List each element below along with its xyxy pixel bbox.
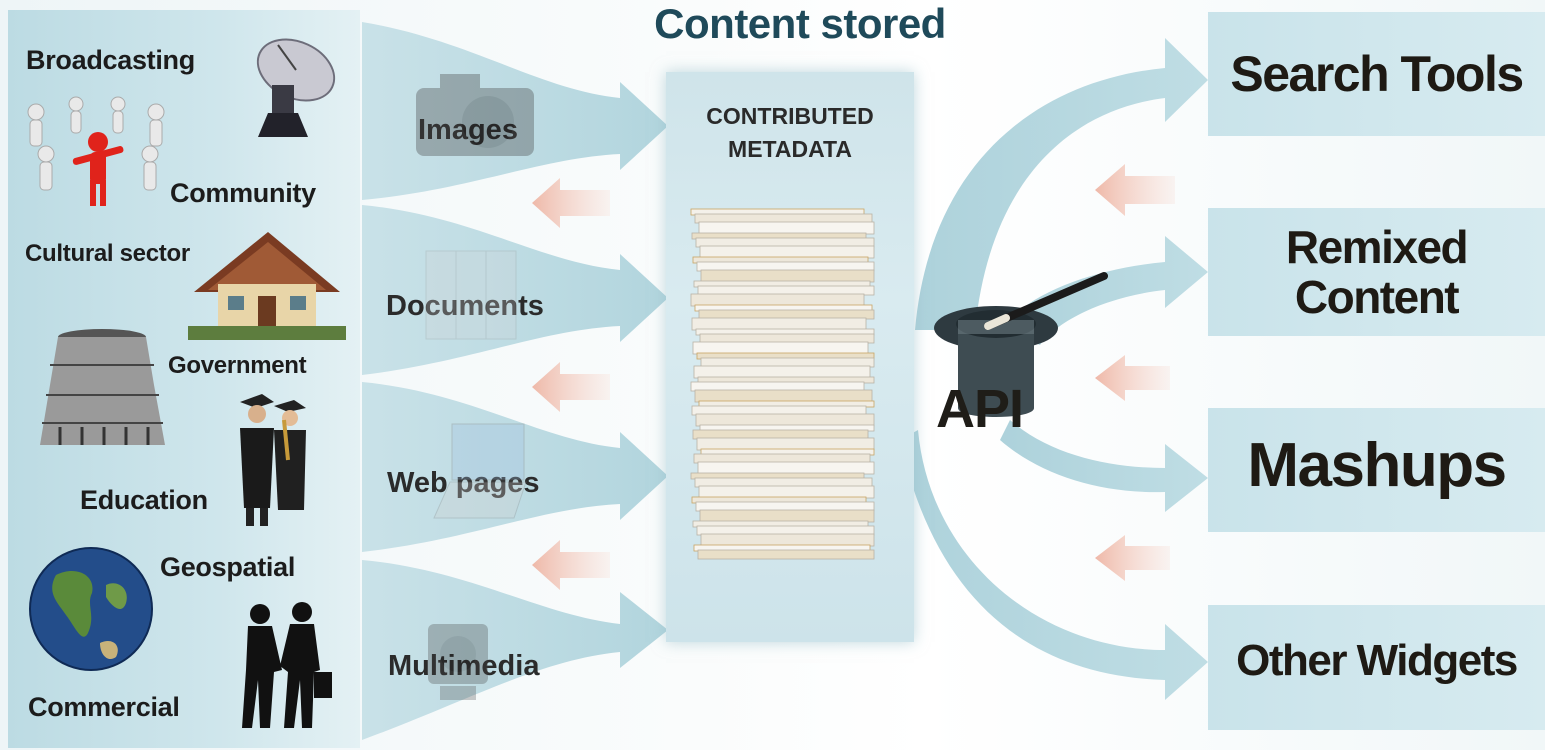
- content-type-images: Images: [418, 114, 518, 147]
- source-community: Community: [170, 178, 316, 208]
- output-mashups: Mashups: [1208, 430, 1545, 501]
- output-search-tools-label: Search Tools: [1230, 46, 1524, 102]
- flow-arrow-multimedia: [362, 560, 668, 740]
- paper-stack-icon: [690, 208, 875, 560]
- source-geospatial: Geospatial: [160, 552, 296, 582]
- laptop-icon: [433, 423, 527, 519]
- output-remixed-line2: Content: [1294, 271, 1460, 323]
- handshake-icon: [242, 602, 332, 728]
- output-other-widgets-label: Other Widgets: [1236, 636, 1518, 685]
- source-government: Government: [168, 352, 307, 379]
- output-remixed-content: Remixed Content: [1208, 222, 1545, 322]
- metadata-store-title-line2: METADATA: [728, 136, 852, 162]
- output-mashups-label: Mashups: [1247, 431, 1507, 500]
- graduates-icon: [240, 394, 306, 526]
- globe-icon: [29, 547, 153, 671]
- feedback-arrow-3: [532, 540, 610, 590]
- camera-icon: [416, 74, 534, 156]
- flow-arrow-documents: [362, 205, 668, 375]
- metadata-store-title-line1: CONTRIBUTED: [706, 103, 874, 129]
- beehive-building-icon: [40, 329, 165, 445]
- source-broadcasting: Broadcasting: [26, 45, 195, 75]
- output-box-other-widgets: [1208, 605, 1545, 730]
- feedback-arrow-2: [532, 362, 610, 412]
- video-camera-icon: [428, 624, 488, 700]
- output-box-remixed-content: [1208, 208, 1545, 336]
- source-commercial: Commercial: [28, 692, 180, 722]
- feedback-arrow-4: [1095, 164, 1175, 216]
- feedback-arrow-1: [532, 178, 610, 228]
- satellite-dish-icon: [256, 38, 336, 137]
- api-arc-widgets: [900, 430, 1208, 700]
- content-type-web-pages: Web pages: [387, 467, 540, 499]
- flow-arrow-images: [362, 22, 668, 200]
- output-search-tools: Search Tools: [1208, 45, 1545, 103]
- api-label: API: [936, 379, 1024, 439]
- people-circle-icon: [27, 96, 165, 206]
- source-education: Education: [80, 485, 208, 515]
- feedback-arrow-6: [1095, 535, 1170, 581]
- output-remixed-line1: Remixed: [1285, 221, 1469, 273]
- api-arc-mashups: [1000, 420, 1208, 512]
- flow-arrow-webpages: [362, 382, 668, 552]
- api-arc-search: [915, 38, 1208, 330]
- source-cultural-sector: Cultural sector: [25, 240, 190, 267]
- content-type-documents: Documents: [386, 290, 544, 323]
- metadata-store-title: CONTRIBUTED METADATA: [666, 100, 914, 166]
- output-box-mashups: [1208, 408, 1545, 532]
- magic-hat-icon: [934, 272, 1108, 417]
- output-other-widgets: Other Widgets: [1208, 636, 1545, 686]
- output-box-search-tools: [1208, 12, 1545, 136]
- filing-cabinet-icon: [425, 250, 517, 340]
- content-type-multimedia: Multimedia: [388, 650, 539, 683]
- api-arc-remixed: [1000, 236, 1208, 345]
- feedback-arrow-5: [1095, 355, 1170, 401]
- page-title: Content stored: [654, 0, 946, 47]
- meeting-house-icon: [188, 232, 346, 340]
